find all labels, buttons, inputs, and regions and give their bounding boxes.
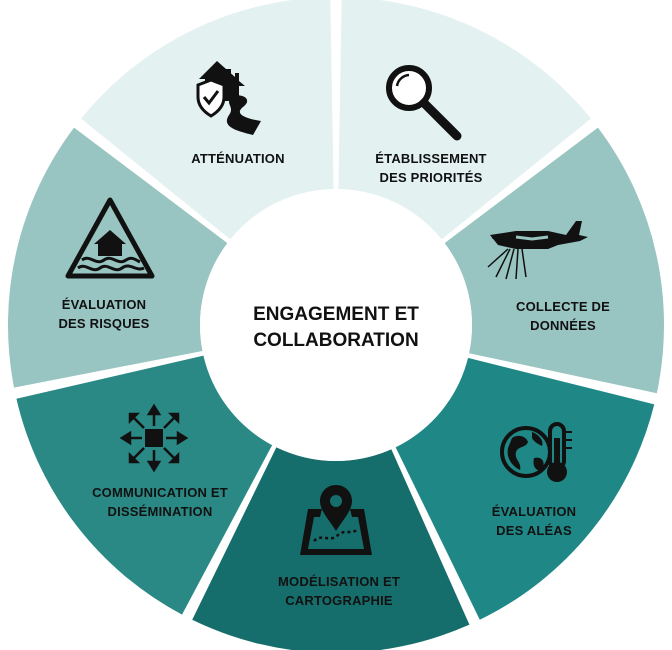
segment-label-line: ÉTABLISSEMENT <box>375 151 486 166</box>
map-pin-icon <box>300 485 372 555</box>
segment-label-line: DISSÉMINATION <box>108 504 213 519</box>
segment-label-line: ÉVALUATION <box>492 504 577 519</box>
segment-label-line: ATTÉNUATION <box>191 151 284 166</box>
segment-priorites <box>338 0 591 240</box>
segment-label-line: DES RISQUES <box>58 316 149 331</box>
globe-thermometer-icon <box>500 422 572 482</box>
segment-label-modelisation: MODÉLISATION ET CARTOGRAPHIE <box>278 574 400 608</box>
segment-label-risques: ÉVALUATION DES RISQUES <box>58 297 149 331</box>
center-label-line1: ENGAGEMENT ET <box>253 304 419 325</box>
segment-collecte <box>444 127 664 394</box>
segment-label-line: DES PRIORITÉS <box>379 170 482 185</box>
segment-modelisation <box>192 447 470 650</box>
magnifier-icon <box>386 65 462 141</box>
segment-label-priorites: ÉTABLISSEMENT DES PRIORITÉS <box>375 151 486 185</box>
segment-communication <box>16 355 273 615</box>
segment-label-line: MODÉLISATION ET <box>278 574 400 589</box>
segment-label-line: ÉVALUATION <box>62 297 147 312</box>
segment-label-line: COMMUNICATION ET <box>92 485 228 500</box>
segment-label-line: DES ALÉAS <box>496 523 572 538</box>
house-shield-road-icon <box>196 61 261 135</box>
segment-aleas <box>395 357 655 620</box>
segment-attenuation <box>81 0 334 240</box>
center-circle <box>200 189 472 461</box>
segment-label-attenuation: ATTÉNUATION <box>191 151 284 166</box>
segment-label-collecte: COLLECTE DE DONNÉES <box>516 299 610 333</box>
segment-label-line: CARTOGRAPHIE <box>285 593 393 608</box>
center-label-line2: COLLABORATION <box>253 330 418 351</box>
flood-warning-icon <box>65 197 155 279</box>
segment-label-communication: COMMUNICATION ET DISSÉMINATION <box>92 485 228 519</box>
segment-label-aleas: ÉVALUATION DES ALÉAS <box>492 504 577 538</box>
segment-label-line: COLLECTE DE <box>516 299 610 314</box>
survey-airplane-icon <box>487 221 588 280</box>
segment-label-line: DONNÉES <box>530 318 596 333</box>
broadcast-arrows-icon <box>119 403 189 473</box>
